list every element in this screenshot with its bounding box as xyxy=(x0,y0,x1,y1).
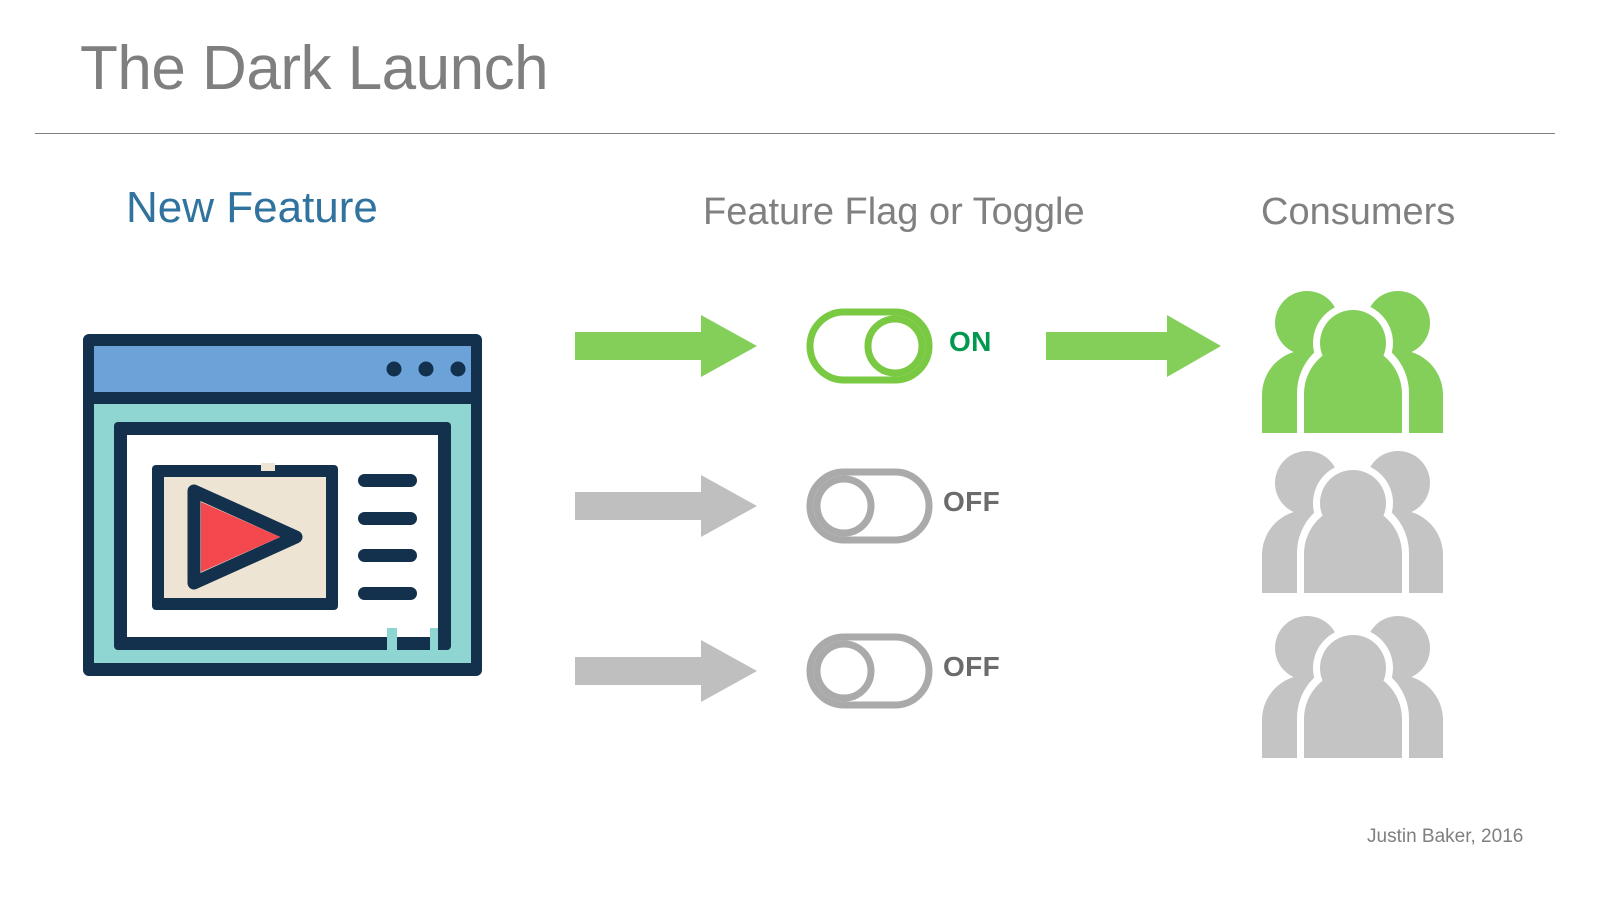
browser-video-player-icon xyxy=(81,332,484,678)
people-group-icon-2 xyxy=(1258,445,1448,593)
page-title: The Dark Launch xyxy=(80,34,549,103)
column-heading-feature-flag: Feature Flag or Toggle xyxy=(703,191,1085,233)
flow-row-1: ON xyxy=(0,285,1600,433)
toggle-state-label-1: ON xyxy=(949,326,992,357)
right-arrow-icon-in-3 xyxy=(575,640,757,702)
right-arrow-icon-in-2 xyxy=(575,475,757,537)
toggle-switch-icon-2[interactable] xyxy=(806,468,933,544)
flow-row-2: OFF xyxy=(0,445,1600,593)
people-group-icon-1 xyxy=(1258,285,1448,433)
toggle-state-label-3: OFF xyxy=(943,651,1001,682)
footer-credit: Justin Baker, 2016 xyxy=(1367,826,1524,847)
title-divider xyxy=(35,133,1555,134)
right-arrow-icon-in-1 xyxy=(575,315,757,377)
people-group-icon-3 xyxy=(1258,610,1448,758)
flow-row-3: OFF xyxy=(0,610,1600,758)
toggle-switch-icon-3[interactable] xyxy=(806,633,933,709)
toggle-state-label-2: OFF xyxy=(943,486,1001,517)
column-heading-new-feature: New Feature xyxy=(126,183,378,232)
right-arrow-icon-out-1 xyxy=(1046,315,1221,377)
column-heading-consumers: Consumers xyxy=(1261,191,1456,233)
toggle-switch-icon-1[interactable] xyxy=(806,308,933,384)
